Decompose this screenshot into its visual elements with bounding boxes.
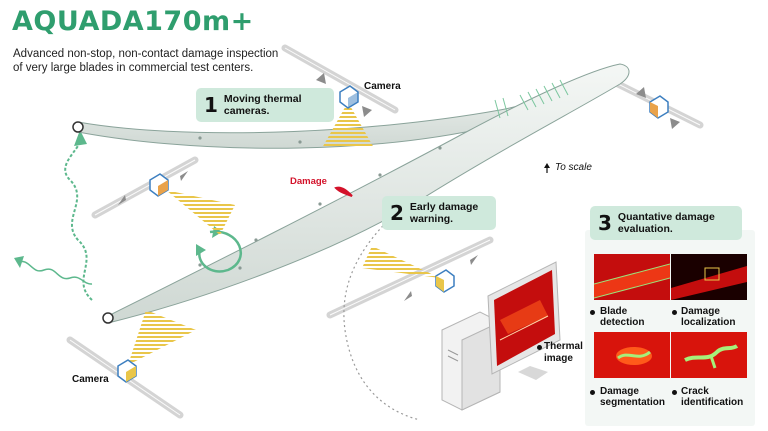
thermal-image-bullet [537,345,542,350]
damage-segmentation-image [594,332,670,378]
crack-identification-image [671,332,747,378]
panel-bullet [590,310,595,315]
damage-mark [334,186,353,197]
blade-markers [198,136,442,270]
camera-icon [649,95,669,119]
panel-bullet [672,390,677,395]
movement-arrows [118,73,680,301]
blade-tip-hatching [494,79,569,119]
panel-bullet [672,310,677,315]
page-subtitle: Advanced non-stop, non-contact damage in… [13,48,279,74]
camera-icon [149,173,169,197]
to-scale-label: To scale [555,162,592,173]
computer-tower-icon [441,311,501,411]
blade-main [107,63,630,323]
camera-icon [435,269,455,293]
wave-arrow-icon [64,139,93,301]
blade-root-top [72,121,84,133]
camera-icon [117,359,137,383]
panel-bullet [590,390,595,395]
blade-detection-image [594,254,670,300]
camera-label-top: Camera [364,81,401,92]
computer-monitor-icon [487,261,561,380]
damage-localization-image [671,254,747,300]
page-title: AQUADA170m+ [12,6,254,37]
camera-icon [339,85,359,109]
to-scale-arrow-icon [544,163,550,173]
camera-label-bottom: Camera [72,374,109,385]
camera-beams [128,102,440,365]
blade-root-bottom [102,312,114,324]
damage-label: Damage [290,176,327,187]
